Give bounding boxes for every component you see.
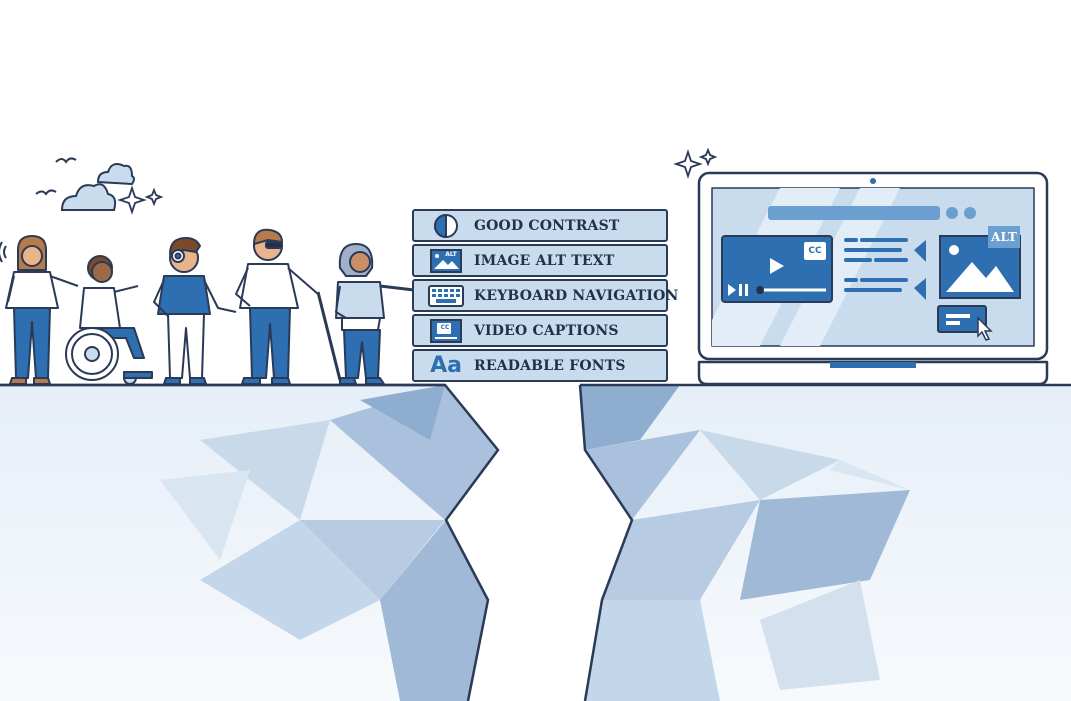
feature-label: IMAGE ALT TEXT [474,252,615,269]
image-thumbnail-icon [939,226,1021,299]
cc-label: CC [808,246,822,256]
feature-label: READABLE FONTS [474,357,626,374]
screen-content [721,206,1021,341]
cloud-icon [96,163,135,186]
screen-alt-badge: ALT [988,226,1020,248]
font-icon: Aa [428,353,464,379]
bird-icon [35,157,77,196]
feature-video-captions: CC VIDEO CAPTIONS [412,314,668,347]
captions-icon: CC [428,318,464,344]
sparkle-icon [117,147,718,215]
feature-label: GOOD CONTRAST [474,217,620,234]
video-player-icon [721,235,833,303]
person-elderly [335,243,415,385]
cc-mini-label: CC [440,323,450,331]
feature-keyboard-navigation: KEYBOARD NAVIGATION [412,279,678,312]
feature-readable-fonts: Aa READABLE FONTS [412,349,668,382]
text-lines [844,238,908,292]
keyboard-icon [428,283,464,309]
person-wheelchair [65,255,153,385]
button-with-cursor-icon [937,305,993,341]
contrast-icon [428,213,464,239]
cloud-icon [60,183,117,211]
right-cliff [578,384,1071,701]
image-alt-icon: ALT [428,248,464,274]
alt-label: ALT [991,230,1017,244]
person-blind-cane [235,228,342,385]
feature-image-alt-text: ALT IMAGE ALT TEXT [412,244,668,277]
person-hearing [0,235,79,385]
aa-glyph: Aa [430,352,462,378]
speaker-icon [914,240,926,262]
feature-label: VIDEO CAPTIONS [474,322,619,339]
screen-cc-badge: CC [804,242,826,260]
speaker-icon [914,278,926,300]
feature-label: KEYBOARD NAVIGATION [474,287,679,304]
person-cochlear [153,237,237,385]
left-cliff [0,383,500,701]
alt-mini-label: ALT [445,251,457,258]
feature-good-contrast: GOOD CONTRAST [412,209,668,242]
